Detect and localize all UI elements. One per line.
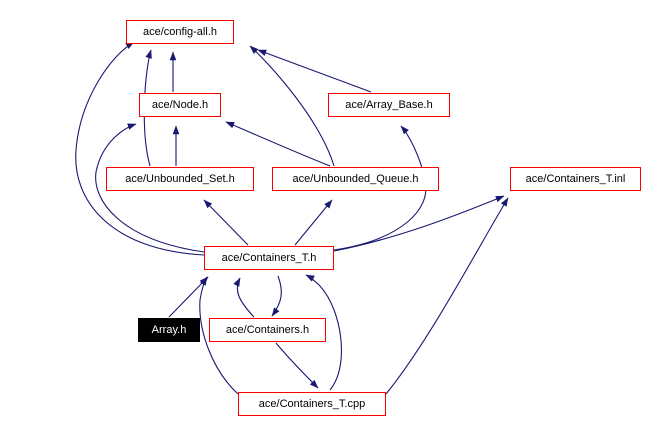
node-ace-containers-h[interactable]: ace/Containers.h (209, 318, 326, 342)
edge-arraybase-to-config (257, 49, 372, 93)
node-label: ace/Containers_T.cpp (258, 397, 366, 410)
edge-cpp-to-containerst-right (305, 274, 342, 391)
edge-arrayh-to-containerst (168, 276, 209, 318)
node-array-h-current[interactable]: Array.h (138, 318, 200, 342)
edge-containersh-to-containerst (233, 277, 255, 318)
node-ace-node-h[interactable]: ace/Node.h (139, 93, 221, 117)
edge-uqueue-to-config (249, 45, 335, 167)
edge-containerst-to-uset (203, 199, 249, 246)
edge-containerst-to-config (75, 41, 205, 256)
node-label: ace/Unbounded_Set.h (125, 172, 235, 185)
node-ace-containers-t-cpp[interactable]: ace/Containers_T.cpp (238, 392, 386, 416)
edge-cpp-to-inl (385, 197, 509, 395)
node-label: ace/config-all.h (143, 25, 217, 38)
node-label: ace/Containers.h (225, 323, 310, 336)
edge-containersh-to-cpp (275, 342, 319, 389)
node-label: ace/Unbounded_Queue.h (292, 172, 419, 185)
node-ace-containers-t-h[interactable]: ace/Containers_T.h (204, 246, 334, 270)
node-ace-unbounded-set-h[interactable]: ace/Unbounded_Set.h (106, 167, 254, 191)
node-label: ace/Containers_T.h (221, 251, 317, 264)
node-ace-containers-t-inl[interactable]: ace/Containers_T.inl (510, 167, 641, 191)
node-label: Array.h (151, 323, 187, 336)
edge-uqueue-to-node (225, 121, 331, 167)
node-label: ace/Node.h (151, 98, 209, 111)
edge-containerst-to-node (95, 123, 205, 253)
node-ace-array-base-h[interactable]: ace/Array_Base.h (328, 93, 450, 117)
node-ace-unbounded-queue-h[interactable]: ace/Unbounded_Queue.h (272, 167, 439, 191)
node-label: ace/Array_Base.h (345, 98, 433, 111)
edge-containerst-to-inl (333, 195, 505, 252)
edge-containerst-to-containersh (271, 275, 282, 317)
node-label: ace/Containers_T.inl (525, 172, 626, 185)
edge-containerst-to-uqueue (294, 199, 333, 246)
node-ace-config-all-h[interactable]: ace/config-all.h (126, 20, 234, 44)
edge-cpp-to-containerst (199, 276, 239, 395)
